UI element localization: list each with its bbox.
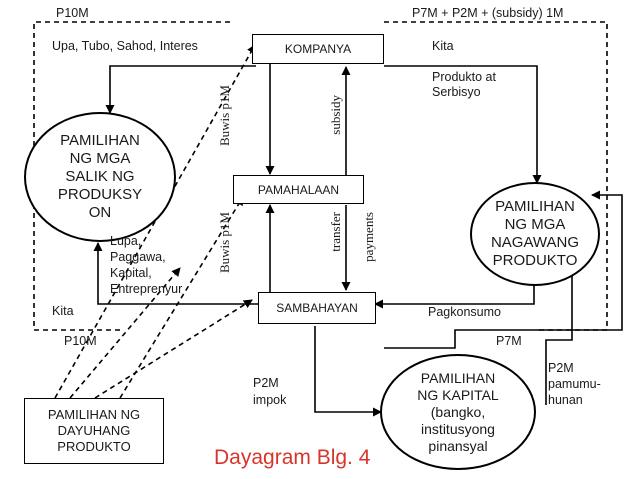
arrow-lupa-paggawa [93,242,258,305]
arrow-kita-right [384,190,623,349]
pamilihan-produkto-label: PAMILIHAN NG MGA NAGAWANG PRODUKTO [490,198,580,269]
p10m-bottom-label: P10M [64,334,97,348]
arrow-impok [314,326,382,417]
dashed-dayuhang-salik [69,267,181,399]
lupa-paggawa-label: Lupa, Paggawa, Kapital, Entreprenyur [110,234,183,296]
pamilihan-produkto-ellipse: PAMILIHAN NG MGA NAGAWANG PRODUKTO [470,182,600,286]
pamilihan-salik-ellipse: PAMILIHAN NG MGA SALIK NG PRODUKSY ON [24,112,176,242]
pamilihan-salik-label: PAMILIHAN NG MGA SALIK NG PRODUKSY ON [57,132,143,221]
transfer-label: transfer [328,212,343,252]
upa-tubo-label: Upa, Tubo, Sahod, Interes [52,39,198,53]
kita-bottom-label: Kita [52,304,74,318]
total-top-label: P7M + P2M + (subsidy) 1M [412,6,564,20]
p2m-pamumuhunan-label: P2M pamumu- hunan [548,361,601,407]
pamahalaan-label: PAMAHALAAN [257,182,340,197]
produkto-serbisyo-label: Produkto at Serbisyo [432,70,496,99]
p2m-impok-label: P2M impok [253,376,287,407]
pamilihan-dayuhang-label: PAMILIHAN NG DAYUHANG PRODUKTO [47,407,141,454]
kompanya-box: KOMPANYA [252,34,384,64]
pamilihan-kapital-label: PAMILIHAN NG KAPITAL (bangko, institusyo… [417,369,499,454]
dashed-dayuhang-pamahalaan [119,196,244,399]
buwis-top-label: Buwis p1M [217,85,232,147]
arrow-pagkonsumo [374,285,535,309]
buwis-bottom-label: Buwis p1M [217,212,232,274]
arrow-pamumuhunan [545,229,577,405]
outer-dashed-loop-right [384,21,608,331]
diagram-title: Dayagram Blg. 4 [214,446,371,469]
p7m-bottom-label: P7M [496,334,522,348]
kita-top-label: Kita [432,39,454,53]
arrow-produkto-serbisyo [384,65,542,184]
pamilihan-dayuhang-box: PAMILIHAN NG DAYUHANG PRODUKTO [24,398,164,464]
pamilihan-kapital-ellipse: PAMILIHAN NG KAPITAL (bangko, institusyo… [380,354,536,470]
kompanya-label: KOMPANYA [284,42,352,56]
payments-label: payments [361,212,376,262]
dashed-dayuhang-sambahayan [94,299,253,399]
subsidy-label: subsidy [328,95,343,135]
sambahayan-box: SAMBAHAYAN [258,292,376,324]
arrow-upa-tubo [105,65,256,114]
sambahayan-label: SAMBAHAYAN [276,301,358,315]
p10m-top-label: P10M [56,6,89,20]
pagkonsumo-label: Pagkonsumo [428,305,501,319]
pamahalaan-box: PAMAHALAAN [233,175,364,204]
